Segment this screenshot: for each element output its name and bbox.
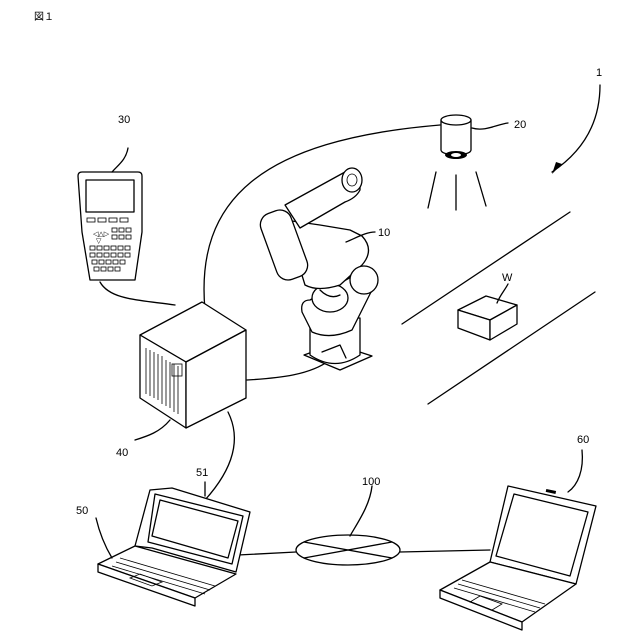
laptop-a: 51 50 bbox=[76, 467, 250, 606]
robot: 10 bbox=[257, 168, 390, 370]
ref-51: 51 bbox=[196, 467, 208, 479]
cable-network-laptop-b bbox=[400, 550, 490, 552]
network: 100 bbox=[296, 476, 400, 565]
svg-text:▽: ▽ bbox=[96, 237, 102, 245]
ref-10: 10 bbox=[378, 227, 390, 239]
ref-100: 100 bbox=[362, 476, 380, 488]
cable-pendant-controller bbox=[100, 282, 175, 305]
pendant-screen bbox=[86, 180, 134, 212]
cable-controller-laptop-a bbox=[205, 412, 234, 500]
ref-60: 60 bbox=[577, 434, 589, 446]
ref-50: 50 bbox=[76, 505, 88, 517]
laptop-b: 60 bbox=[440, 434, 596, 630]
cable-laptop-a-network bbox=[238, 552, 296, 555]
ref-40: 40 bbox=[116, 447, 128, 459]
cable-controller-robot bbox=[247, 360, 330, 380]
controller: 40 bbox=[116, 302, 246, 459]
figure-caption: 図１ bbox=[34, 11, 54, 23]
ref-1: 1 bbox=[596, 67, 602, 79]
ref-30: 30 bbox=[118, 114, 130, 126]
camera: 20 bbox=[428, 115, 526, 210]
teach-pendant: ◁△▷ ▽ 30 bbox=[78, 114, 142, 280]
ref-20: 20 bbox=[514, 119, 526, 131]
system-ref-arrow: 1 bbox=[552, 67, 602, 174]
ref-W: W bbox=[502, 272, 513, 284]
workpiece: W bbox=[458, 272, 517, 340]
